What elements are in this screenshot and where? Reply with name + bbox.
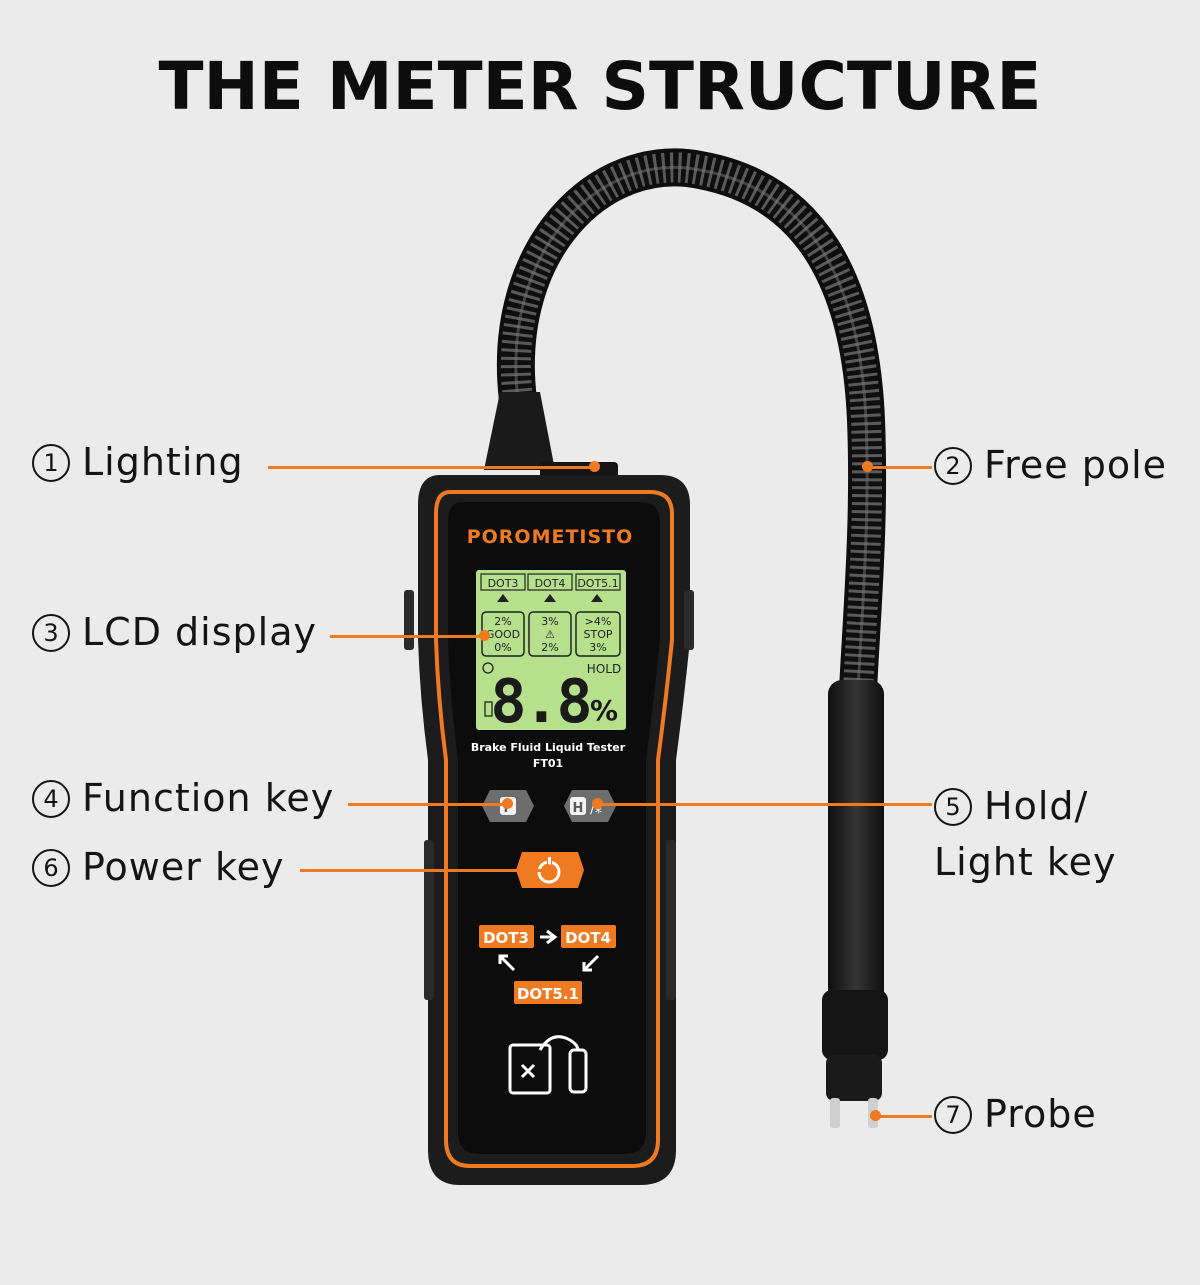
label-number: 5 bbox=[934, 788, 972, 826]
label-lighting: 1 Lighting bbox=[32, 440, 244, 484]
lcd-threshold-text: 2% bbox=[494, 615, 511, 628]
leader-probe bbox=[876, 1115, 932, 1118]
lcd-tab-box bbox=[527, 573, 573, 591]
label-text: Free pole bbox=[984, 443, 1168, 487]
lcd-tab-box bbox=[480, 573, 526, 591]
label-text: Function key bbox=[82, 776, 335, 820]
label-text: Probe bbox=[984, 1092, 1097, 1136]
label-text-line2: Light key bbox=[934, 840, 1117, 884]
label-lcd-display: 3 LCD display bbox=[32, 610, 317, 654]
label-probe: 7 Probe bbox=[934, 1092, 1097, 1136]
lcd-threshold-text: 3% bbox=[589, 641, 606, 654]
leader-free-pole bbox=[866, 466, 932, 469]
label-number: 7 bbox=[934, 1096, 972, 1134]
label-number: 3 bbox=[32, 614, 70, 652]
label-text: Lighting bbox=[82, 440, 244, 484]
lcd-threshold-text: STOP bbox=[584, 628, 613, 641]
lcd-threshold-text: >4% bbox=[585, 615, 612, 628]
svg-text:DOT4: DOT4 bbox=[565, 929, 611, 947]
free-pole bbox=[497, 148, 887, 709]
svg-text:H: H bbox=[573, 801, 584, 816]
label-text: LCD display bbox=[82, 610, 317, 654]
leader-dot-function bbox=[502, 798, 513, 809]
leader-dot-probe bbox=[870, 1110, 881, 1121]
svg-text:%: % bbox=[590, 694, 618, 727]
leader-dot-free-pole bbox=[862, 461, 873, 472]
label-free-pole: 2 Free pole bbox=[934, 443, 1167, 487]
lcd-threshold-text: 3% bbox=[541, 615, 558, 628]
svg-text:/⁎: /⁎ bbox=[590, 801, 602, 817]
brand-logo: POROMETISTO bbox=[467, 526, 634, 548]
lcd-tab-label: DOT4 bbox=[535, 577, 566, 590]
leader-dot-lighting bbox=[589, 461, 600, 472]
leader-dot-hold bbox=[592, 798, 603, 809]
mode-cycle-diagram: DOT3 DOT4 DOT5.1 bbox=[479, 925, 616, 1004]
svg-text:8.8: 8.8 bbox=[490, 667, 589, 737]
leader-lcd bbox=[330, 635, 485, 638]
page-title: THE METER STRUCTURE bbox=[158, 48, 1042, 125]
label-number: 4 bbox=[32, 780, 70, 818]
label-hold-light-key: 5 Hold/ Light key bbox=[934, 778, 1116, 890]
leader-function bbox=[348, 803, 508, 806]
label-text: Hold/ bbox=[984, 784, 1089, 828]
lcd-threshold-text: ⚠ bbox=[545, 628, 555, 641]
leader-lighting bbox=[268, 466, 595, 469]
usage-icon bbox=[508, 1035, 588, 1095]
lcd-tab-label: DOT5.1 bbox=[577, 577, 618, 590]
lcd-tab-box bbox=[575, 573, 621, 591]
lcd-threshold-text: GOOD bbox=[486, 628, 520, 641]
hold-light-key[interactable]: H /⁎ bbox=[564, 790, 616, 822]
label-power-key: 6 Power key bbox=[32, 845, 285, 889]
svg-text:DOT5.1: DOT5.1 bbox=[517, 985, 579, 1003]
label-text: Power key bbox=[82, 845, 285, 889]
label-number: 6 bbox=[32, 849, 70, 887]
probe-handle bbox=[822, 680, 888, 1128]
svg-text:FT01: FT01 bbox=[533, 757, 563, 770]
leader-dot-power bbox=[542, 864, 553, 875]
label-function-key: 4 Function key bbox=[32, 776, 334, 820]
leader-power bbox=[300, 869, 548, 872]
svg-text:HOLD: HOLD bbox=[587, 662, 621, 676]
svg-text:DOT3: DOT3 bbox=[483, 929, 529, 947]
lcd-threshold-text: 2% bbox=[541, 641, 558, 654]
lcd-tab-label: DOT3 bbox=[488, 577, 519, 590]
label-number: 1 bbox=[32, 444, 70, 482]
leader-dot-lcd bbox=[479, 630, 490, 641]
svg-text:Brake Fluid Liquid Tester: Brake Fluid Liquid Tester bbox=[471, 741, 626, 754]
lcd-threshold-text: 0% bbox=[494, 641, 511, 654]
leader-hold bbox=[598, 803, 932, 806]
label-number: 2 bbox=[934, 447, 972, 485]
